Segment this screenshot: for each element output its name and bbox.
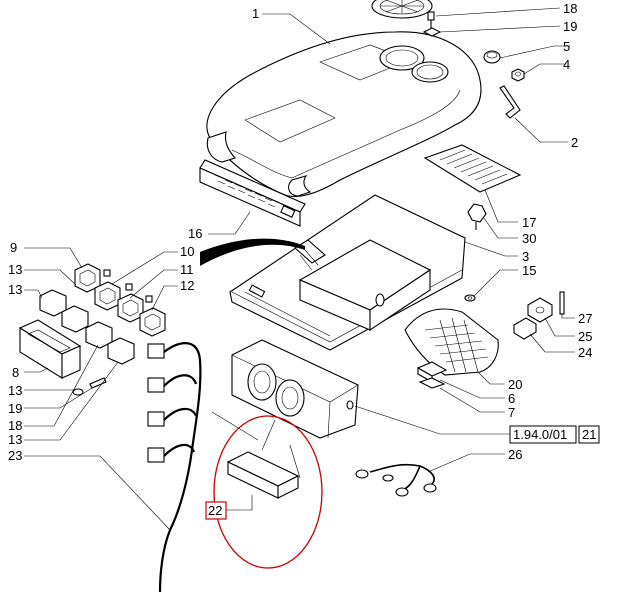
label-8: 8: [12, 365, 19, 380]
fan-part: [371, 0, 433, 19]
label-3: 3: [522, 249, 529, 264]
label-13-a: 13: [8, 262, 22, 277]
label-17: 17: [522, 215, 536, 230]
label-24: 24: [578, 345, 592, 360]
bracket-part: [527, 297, 553, 323]
label-7: 7: [508, 405, 515, 420]
label-2: 2: [571, 135, 578, 150]
label-13-d: 13: [8, 432, 22, 447]
clamp-part: [513, 317, 537, 340]
front-panel-part: [199, 159, 306, 227]
pin-part: [559, 291, 565, 315]
knob-part: [467, 203, 487, 230]
label-5: 5: [563, 39, 570, 54]
connector-cables-part: [147, 342, 202, 592]
roof-cover-part: [206, 31, 482, 198]
label-22: 22: [208, 503, 222, 518]
switch-group: [39, 263, 166, 365]
label-13-b: 13: [8, 282, 22, 297]
label-18-bottom: 18: [8, 418, 22, 433]
label-22-box: [205, 501, 227, 520]
label-19-top: 19: [563, 19, 577, 34]
label-9: 9: [10, 240, 17, 255]
label-23: 23: [8, 448, 22, 463]
label-26: 26: [508, 447, 522, 462]
grille-part: [423, 144, 522, 193]
label-13-c: 13: [8, 383, 22, 398]
screw-part: [427, 11, 435, 28]
nut-part: [511, 68, 525, 82]
clip-part-6: [416, 361, 448, 383]
blower-unit-part: [231, 339, 359, 439]
label-21-box: [578, 425, 600, 444]
label-20: 20: [508, 377, 522, 392]
base-housing-part: [229, 194, 466, 351]
label-6: 6: [508, 391, 515, 406]
label-15: 15: [522, 263, 536, 278]
reference-box: [509, 425, 577, 444]
label-18-top: 18: [563, 1, 577, 16]
screw-part-lower: [89, 377, 107, 389]
label-25: 25: [578, 329, 592, 344]
part-number-labels: 1 18 19 5 4 2 17 30 3 15 16 9 13 13 10 1…: [8, 1, 596, 518]
bezel-frame-part: [18, 319, 82, 379]
label-11: 11: [180, 262, 194, 277]
washer-part-lower: [72, 388, 84, 396]
wiring-harness-part: [355, 463, 437, 497]
grommet-part: [483, 50, 501, 64]
label-27: 27: [578, 311, 592, 326]
pointer-arrow: [200, 238, 305, 266]
label-1: 1: [252, 6, 259, 21]
label-12: 12: [180, 278, 194, 293]
label-21: 21: [582, 427, 596, 442]
highlight-ellipse: [213, 415, 323, 569]
allen-key-part: [499, 85, 521, 119]
side-grille-part: [404, 308, 499, 376]
washer-part-15: [464, 294, 476, 302]
label-4: 4: [563, 57, 570, 72]
filter-part: [226, 451, 300, 499]
leader-lines: [24, 7, 575, 531]
label-30: 30: [522, 231, 536, 246]
label-reference: 1.94.0/01: [513, 427, 567, 442]
clip-part-7: [418, 377, 446, 389]
label-10: 10: [180, 244, 194, 259]
label-16: 16: [188, 226, 202, 241]
label-19-bottom: 19: [8, 401, 22, 416]
